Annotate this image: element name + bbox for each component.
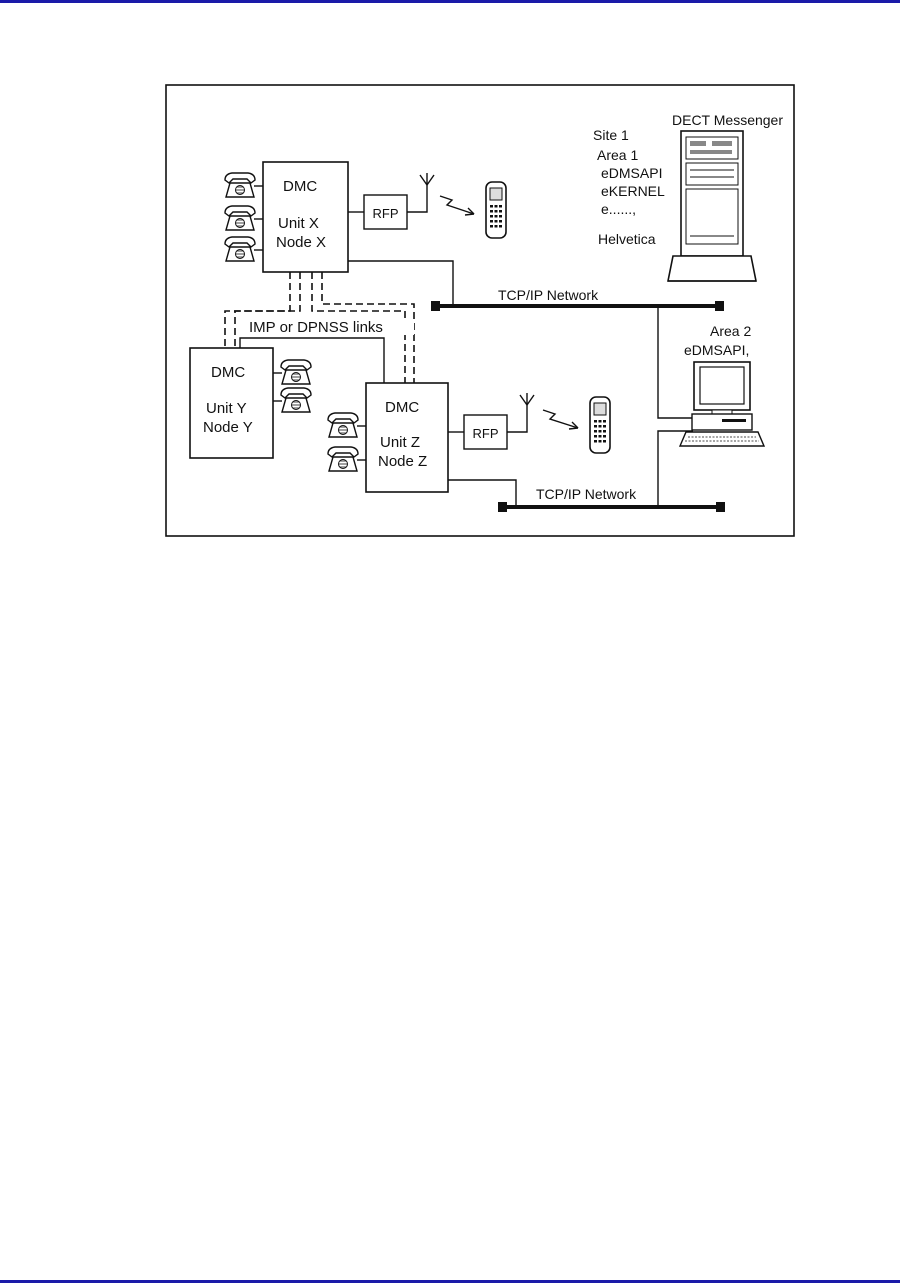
rfp-top-label: RFP [373, 206, 399, 221]
area2-area: Area 2 [710, 323, 751, 339]
telephone-icon [224, 172, 263, 198]
figure-frame [165, 84, 795, 537]
messenger-item-2: eKERNEL [601, 183, 665, 199]
rfp-bottom: RFP [463, 414, 508, 450]
network-bottom-label: TCP/IP Network [536, 486, 637, 502]
dect-handset-icon [485, 181, 507, 239]
dmc-y-title: DMC [211, 364, 245, 381]
dmc-unit-z: DMC Unit Z Node Z [365, 382, 449, 493]
bottom-rule [0, 1280, 900, 1283]
telephone-icon [327, 412, 366, 438]
dmc-y-node: Node Y [203, 419, 253, 436]
messenger-item-1: eDMSAPI [601, 165, 662, 181]
dmc-y-unit: Unit Y [206, 400, 247, 417]
unit-x-network-link [348, 260, 454, 306]
links-label: IMP or DPNSS links [249, 319, 383, 336]
dmc-x-node: Node X [276, 234, 326, 251]
messenger-site: Site 1 [593, 127, 629, 143]
network-top-label: TCP/IP Network [498, 287, 599, 303]
telephone-icon [224, 205, 263, 231]
imp-dpnss-links [224, 272, 415, 383]
telephone-icon [224, 236, 263, 262]
desktop-computer-icon [678, 361, 766, 447]
messenger-item-4: Helvetica [598, 231, 656, 247]
messenger-area: Area 1 [597, 147, 638, 163]
dect-messenger-labels: DECT Messenger Site 1 Area 1 eDMSAPI eKE… [593, 112, 783, 247]
messenger-title: DECT Messenger [672, 112, 783, 128]
unit-y-z-link [239, 337, 385, 383]
rfp-bottom-label: RFP [473, 426, 499, 441]
wireless-link-icon [439, 195, 475, 216]
dmc-x-unit: Unit X [278, 215, 319, 232]
dect-handset-icon [589, 396, 611, 454]
unit-z-network-link [448, 479, 517, 507]
dmc-z-node: Node Z [378, 453, 427, 470]
tcp-ip-network-bottom: TCP/IP Network [498, 486, 725, 512]
area2-item: eDMSAPI, [684, 342, 749, 358]
telephone-icon [273, 359, 312, 385]
telephone-icon [327, 446, 366, 472]
dmc-unit-x: DMC Unit X Node X [262, 161, 349, 273]
top-rule [0, 0, 900, 3]
antenna-icon [507, 393, 535, 433]
tcp-ip-network-top: TCP/IP Network [431, 287, 724, 311]
telephone-icon [273, 387, 312, 413]
rfp-top: RFP [363, 194, 408, 230]
wireless-link-icon [542, 409, 579, 430]
dmc-unit-y: DMC Unit Y Node Y [189, 347, 274, 459]
messenger-item-3: e......, [601, 201, 636, 217]
network-workstation-link [657, 306, 693, 419]
dmc-x-title: DMC [283, 178, 317, 195]
server-tower-icon [667, 130, 757, 282]
area-2-labels: Area 2 eDMSAPI, [684, 323, 751, 358]
workstation-bottom-link [657, 430, 693, 506]
dmc-z-title: DMC [385, 399, 419, 416]
antenna-icon [407, 173, 435, 213]
dmc-z-unit: Unit Z [380, 434, 420, 451]
